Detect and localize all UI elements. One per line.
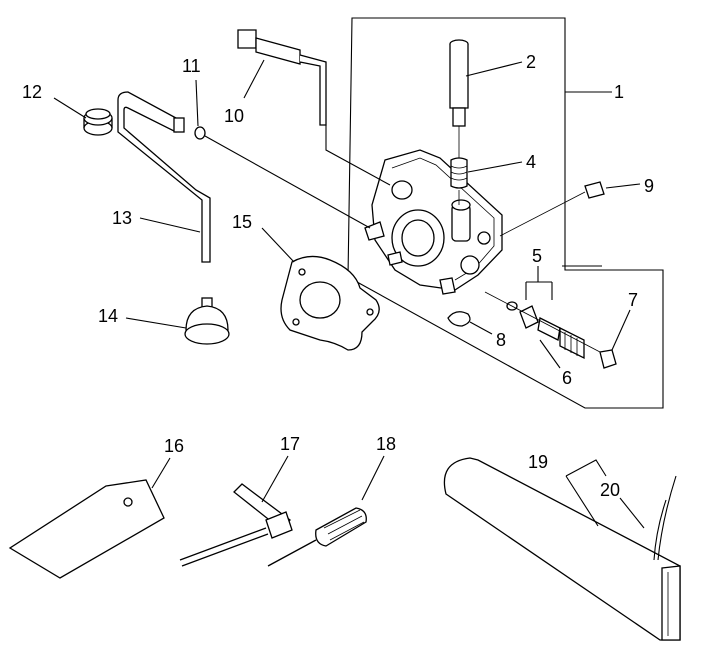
screw [499, 181, 605, 237]
plunger [449, 39, 469, 160]
callout-15: 15 [232, 212, 252, 232]
callout-1: 1 [614, 82, 624, 102]
box-wrench [179, 483, 293, 567]
callout-11: 11 [182, 56, 201, 76]
callout-13: 13 [112, 208, 132, 228]
callout-9: 9 [644, 176, 654, 196]
callout-12: 12 [22, 82, 42, 102]
callout-18: 18 [376, 434, 396, 454]
screwdriver [267, 507, 367, 567]
oil-pipe [237, 29, 391, 186]
callout-8: 8 [496, 330, 506, 350]
callout-20: 20 [600, 480, 620, 500]
callout-10: 10 [224, 106, 244, 126]
pump-body [364, 149, 503, 295]
leader-lines [53, 59, 645, 529]
tool-bag [8, 479, 165, 579]
suction-hose [117, 91, 211, 263]
callout-16: 16 [164, 436, 184, 456]
callout-5: 5 [532, 246, 542, 266]
callout-2: 2 [526, 52, 536, 72]
clip [447, 311, 471, 327]
callout-14: 14 [98, 306, 118, 326]
callout-7: 7 [628, 290, 638, 310]
joint-ring [194, 126, 371, 229]
adjust-parts [484, 291, 617, 369]
spring [450, 157, 468, 205]
callout-4: 4 [526, 152, 536, 172]
assembly-outline [347, 17, 664, 409]
guide-bar-cover [443, 457, 681, 641]
strainer [184, 297, 230, 345]
callout-17: 17 [280, 434, 300, 454]
callout-6: 6 [562, 368, 572, 388]
grommet [83, 108, 113, 136]
gasket [280, 255, 380, 351]
callout-19: 19 [528, 452, 548, 472]
